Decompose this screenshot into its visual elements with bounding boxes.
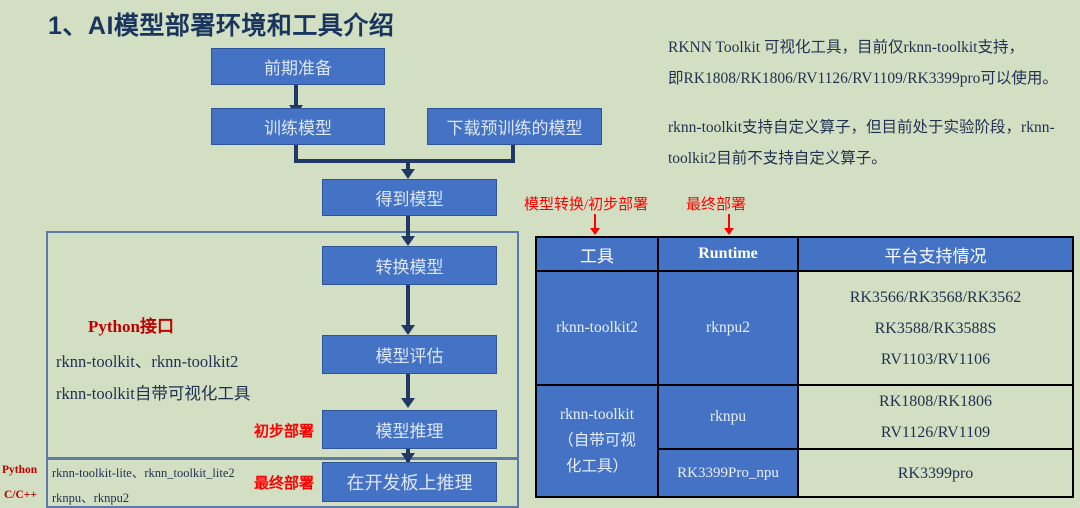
table-row: rknn-toolkit2 rknpu2 RK3566/RK3568/RK356… [535,270,1074,386]
tool-line: （自带可视 [558,432,636,449]
arrow-inference-board [401,453,415,463]
platform-support-table: 工具 Runtime 平台支持情况 rknn-toolkit2 rknpu2 R… [535,236,1074,498]
cell-platforms-rk3399pro: RK3399pro [797,448,1074,498]
arrow-getmodel-convert [401,236,415,246]
platform-line: RV1103/RV1106 [880,350,991,368]
arrow-evaluate-inference [401,398,415,408]
connector-join-getmodel [406,159,410,173]
label-final-deploy: 最终部署 [254,476,315,492]
flow-node-board[interactable]: 在开发板上推理 [322,462,497,502]
cell-runtime-rknpu: rknpu [657,384,799,450]
side-label-cpp: C/C++ [4,489,37,501]
connector-train-down [294,143,298,161]
python-api-line-2: rknn-toolkit自带可视化工具 [56,384,251,403]
table-row: RK3399Pro_npu RK3399pro [536,448,1074,498]
bottom-panel-line-2: rknpu、rknpu2 [52,491,130,505]
connector-evaluate-inference [406,372,410,404]
annotation-left-line [594,214,596,231]
python-api-line-1: rknn-toolkit、rknn-toolkit2 [56,352,239,371]
platform-line: RK3566/RK3568/RK3562 [849,288,1022,306]
connector-download-down [511,143,515,161]
annotation-right-line [728,214,730,231]
cell-runtime-rk3399pro-npu: RK3399Pro_npu [657,448,799,498]
frame-final-deploy [46,457,519,508]
tool-line: rknn-toolkit [559,406,635,423]
table-header-runtime: Runtime [657,236,799,272]
annotation-final-deploy: 最终部署 [686,197,747,213]
tool-line: 化工具） [565,458,628,475]
cell-tool-rknn-toolkit: rknn-toolkit （自带可视 化工具） [535,384,659,498]
connector-join-horizontal [294,159,515,163]
label-initial-deploy: 初步部署 [254,424,315,440]
note-p2-line-1: rknn-toolkit支持自定义算子，但目前处于实验阶段，rknn- [668,119,1055,136]
connector-prep-train [294,83,298,110]
arrow-join-getmodel [401,169,415,179]
frame-initial-deploy [46,231,519,460]
connector-convert-evaluate [406,283,410,330]
side-label-python: Python [2,464,38,476]
table-row: rknn-toolkit （自带可视 化工具） rknpu RK1808/RK1… [535,384,1074,498]
flow-node-getmodel[interactable]: 得到模型 [322,179,497,216]
note-p1-line-2: 即RK1808/RK1806/RV1126/RV1109/RK3399pro可以… [668,70,1058,87]
flow-node-prep[interactable]: 前期准备 [211,48,385,85]
cell-platforms-rknpu: RK1808/RK1806 RV1126/RV1109 [797,384,1074,450]
note-p1-line-1: RKNN Toolkit 可视化工具，目前仅rknn-toolkit支持， [668,39,1024,56]
table-header-platform: 平台支持情况 [797,236,1074,272]
connector-getmodel-convert [406,214,410,241]
note-p2-line-2: toolkit2目前不支持自定义算子。 [668,150,887,167]
annotation-right-arrow-icon [724,228,734,235]
annotation-left-arrow-icon [590,228,600,235]
cell-runtime-rknpu2: rknpu2 [657,270,799,386]
table-header-tool: 工具 [535,236,659,272]
flow-node-download[interactable]: 下载预训练的模型 [427,108,602,145]
table-header-row: 工具 Runtime 平台支持情况 [535,236,1074,272]
note-paragraph-2: rknn-toolkit支持自定义算子，但目前处于实验阶段，rknn- tool… [668,112,1080,174]
platform-line: RV1126/RV1109 [880,424,991,441]
platform-line: RK3588/RK3588S [874,319,997,337]
bottom-panel-line-1: rknn-toolkit-lite、rknn_toolkit_lite2 [52,466,235,480]
flow-node-convert[interactable]: 转换模型 [322,246,497,285]
platform-line: RK1808/RK1806 [879,393,992,410]
cell-tool-rknn-toolkit2: rknn-toolkit2 [535,270,659,386]
flow-node-train[interactable]: 训练模型 [211,108,385,145]
annotation-model-convert: 模型转换/初步部署 [524,197,649,213]
flow-node-inference[interactable]: 模型推理 [322,410,497,449]
note-paragraph-1: RKNN Toolkit 可视化工具，目前仅rknn-toolkit支持， 即R… [668,32,1080,94]
cell-platforms-rknpu2: RK3566/RK3568/RK3562 RK3588/RK3588S RV11… [797,270,1074,386]
page-title: 1、AI模型部署环境和工具介绍 [48,12,395,40]
flow-node-evaluate[interactable]: 模型评估 [322,335,497,374]
arrow-convert-evaluate [401,325,415,335]
python-api-title: Python接口 [88,317,174,336]
